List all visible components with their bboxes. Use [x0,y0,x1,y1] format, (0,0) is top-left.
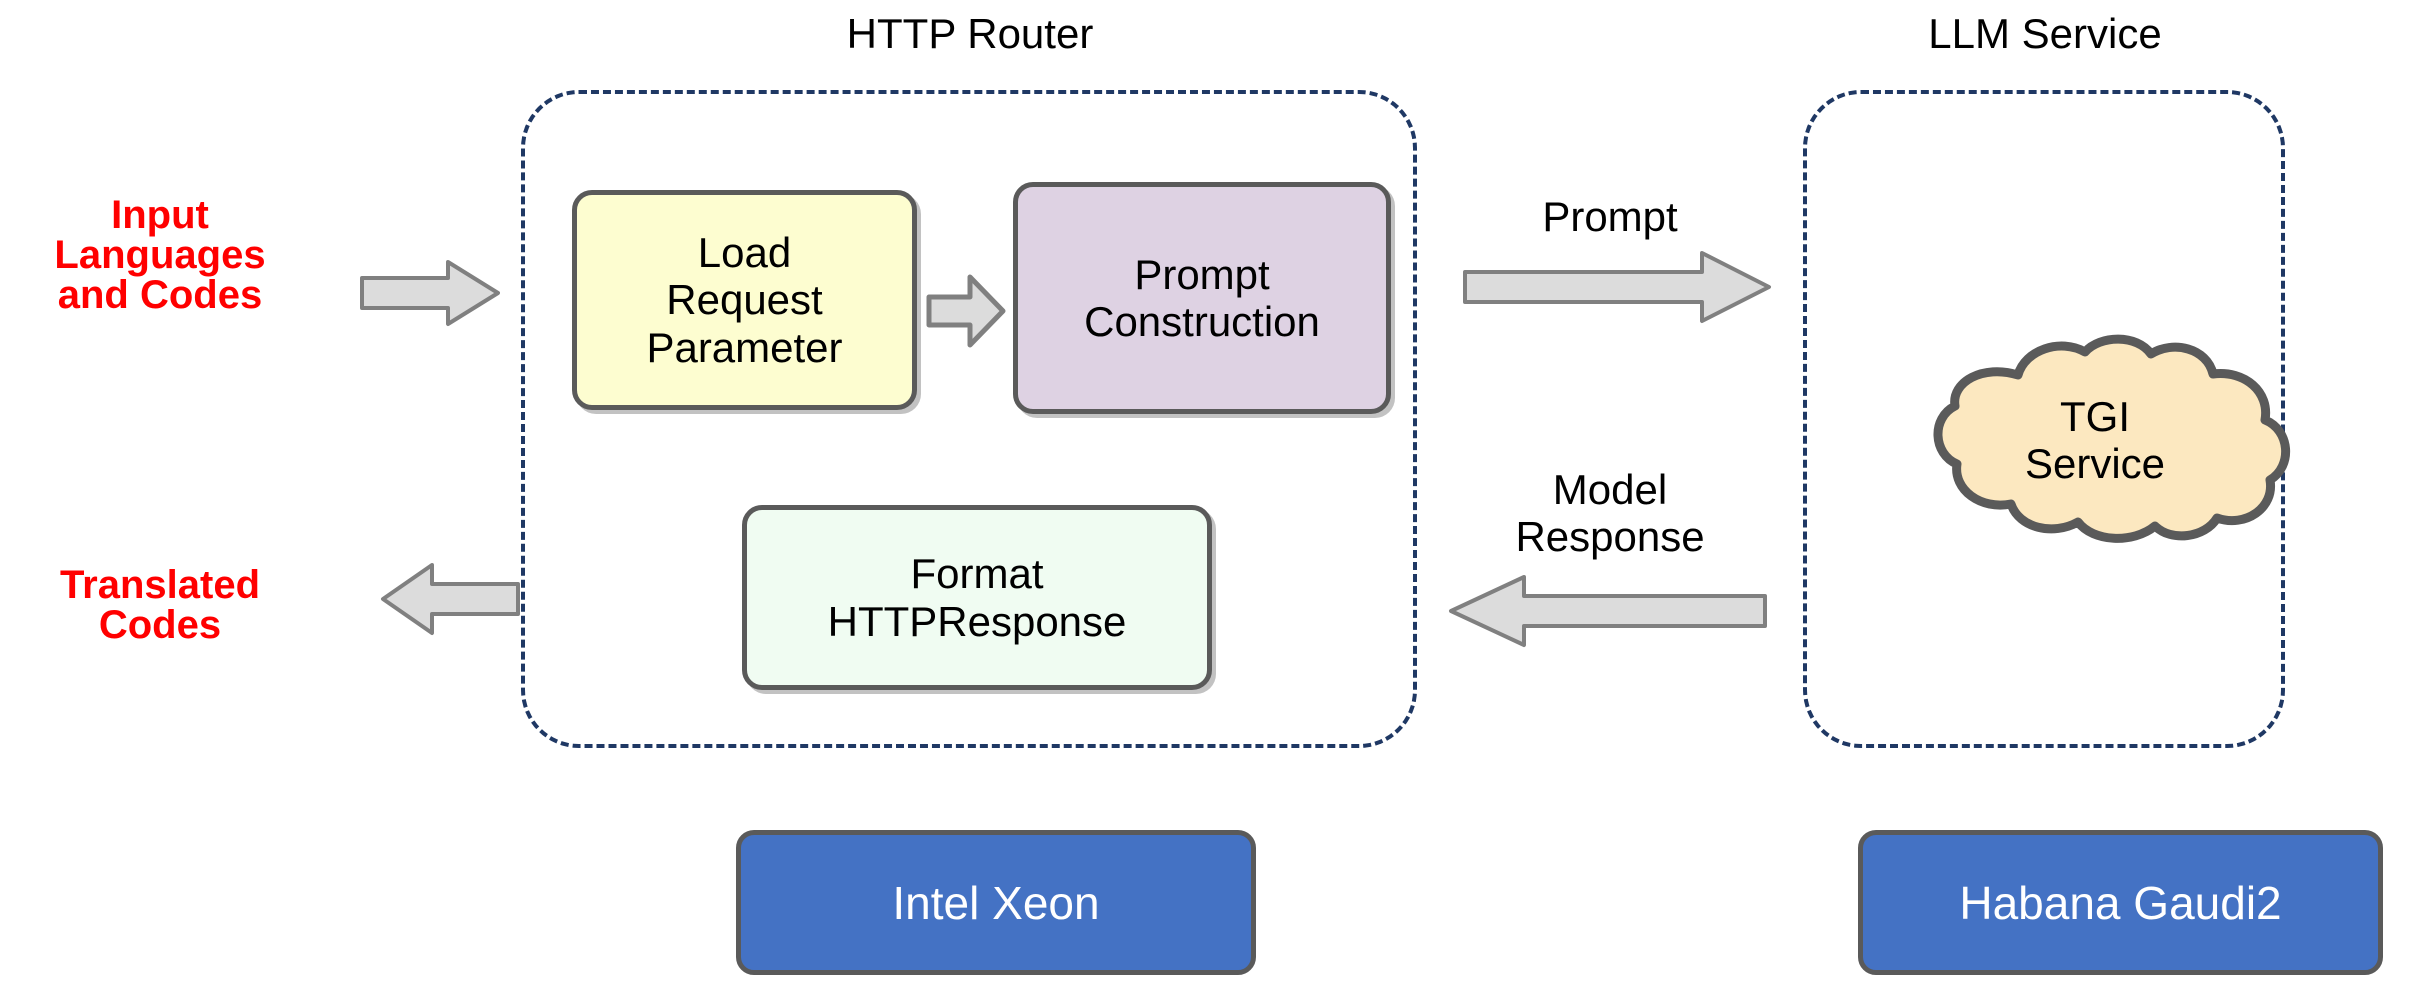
http-router-title: HTTP Router [846,10,1094,57]
prompt-flow-arrow [1462,248,1772,326]
node-tgi-service[interactable]: TGI Service [1885,330,2305,550]
input-flow-arrow [360,258,500,328]
prompt-flow-label: Prompt [1542,192,1678,240]
hardware-intel-xeon[interactable]: Intel Xeon [736,830,1256,975]
input-label: Input Languages and Codes [54,193,266,317]
model-response-flow-arrow [1448,572,1768,650]
node-prompt-construction[interactable]: Prompt Construction [1013,182,1391,414]
http-router-group [521,90,1417,748]
output-flow-arrow [380,560,520,638]
node-load-request-parameter[interactable]: Load Request Parameter [572,190,917,410]
hardware-habana-gaudi2[interactable]: Habana Gaudi2 [1858,830,2383,975]
model-response-flow-label: Model Response [1515,465,1705,560]
router-internal-arrow [926,272,1006,350]
node-format-httpresponse[interactable]: Format HTTPResponse [742,505,1212,690]
output-label: Translated Codes [59,563,261,647]
llm-service-group [1803,90,2285,748]
llm-service-title: LLM Service [1928,10,2162,57]
